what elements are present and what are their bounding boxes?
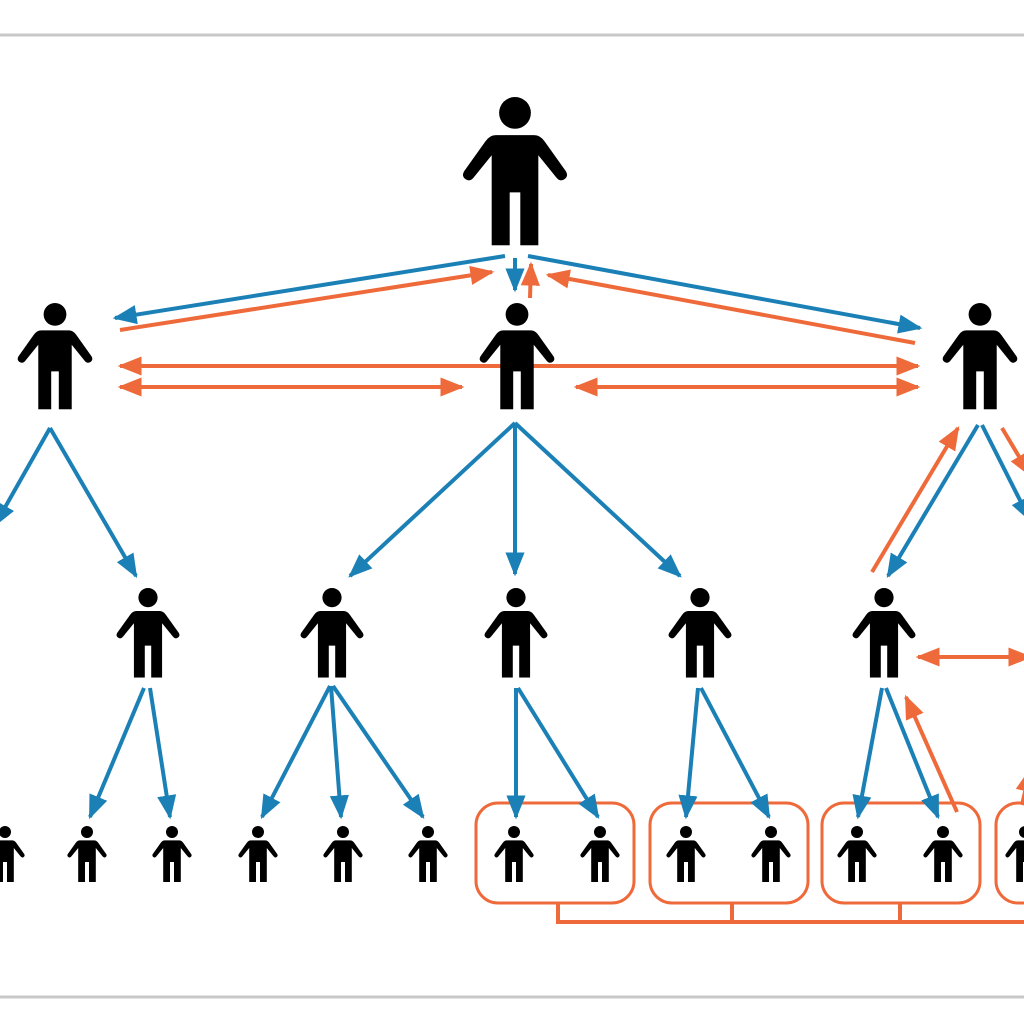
arrow-l4l-to-l3e <box>904 694 959 813</box>
person-icon-level4-8 <box>580 826 620 882</box>
arrow-right-to-top <box>545 269 916 345</box>
arrow-l3d-to-l4i <box>678 687 700 820</box>
arrow-top-to-right <box>527 254 923 334</box>
person-icon-level2-1 <box>17 303 93 410</box>
person-icon-level4-12 <box>923 826 963 882</box>
person-icon-level3-5 <box>852 588 916 678</box>
group-box-2 <box>648 801 810 905</box>
arrow-offscreen-to-l2c <box>1000 426 1024 478</box>
person-icon-level4-10 <box>751 826 791 882</box>
person-icon-level4-11 <box>837 826 877 882</box>
arrow-l2a-to-l3a <box>48 426 138 579</box>
arrow-l2c-to-offscreen <box>980 424 1024 523</box>
person-icon-level3-1 <box>116 588 180 678</box>
arrow-top-to-left <box>112 254 506 325</box>
arrow-l2a-to-offscreen <box>0 427 52 528</box>
arrow-l3b-to-l4f <box>331 684 425 819</box>
group-boxes <box>474 801 1024 905</box>
arrow-middle-to-top <box>520 261 540 299</box>
person-icon-level4-9 <box>666 826 706 882</box>
group-bracket-line <box>556 903 1024 924</box>
arrow-l3d-to-l4j <box>699 687 771 820</box>
person-icon-level4-2 <box>67 826 107 882</box>
arrow-left-to-top <box>119 265 495 332</box>
person-icon-level3-2 <box>300 588 364 678</box>
person-icon-level2-2 <box>479 303 555 410</box>
person-icon-level4-13 <box>1005 826 1024 882</box>
arrow-l3a-to-l4c <box>148 687 177 820</box>
person-icon-top <box>462 97 568 246</box>
person-icon-level3-4 <box>668 588 732 678</box>
person-icon-level3-3 <box>484 588 548 678</box>
person-icon-level4-7 <box>494 826 534 882</box>
arrow-l3b-to-l4e <box>329 685 349 820</box>
arrow-offscreen-to-l3 <box>1015 767 1024 806</box>
person-icon-level4-1 <box>0 826 25 882</box>
arrow-l3e-to-l4l <box>884 687 940 820</box>
arrow-l3a-to-l4b <box>88 687 146 820</box>
arrow-l3e-to-l4k <box>852 687 884 820</box>
people <box>0 97 1024 882</box>
arrow-l3c-to-l4h <box>516 686 600 820</box>
person-icon-level4-4 <box>238 826 278 882</box>
person-icon-level4-6 <box>408 826 448 882</box>
arrow-l3b-to-l4d <box>260 685 332 820</box>
arrow-l3e-to-l2c <box>870 425 960 574</box>
person-icon-level4-3 <box>152 826 192 882</box>
arrow-l2b-to-l3b <box>348 421 517 578</box>
arrow-l2c-to-l3e <box>886 423 980 579</box>
arrow-l2b-to-l3d <box>513 421 682 578</box>
person-icon-level4-5 <box>323 826 363 882</box>
person-icon-level2-3 <box>942 303 1018 410</box>
group-box-1 <box>474 801 636 905</box>
connectors <box>0 254 1024 924</box>
group-box-4 <box>994 801 1024 905</box>
